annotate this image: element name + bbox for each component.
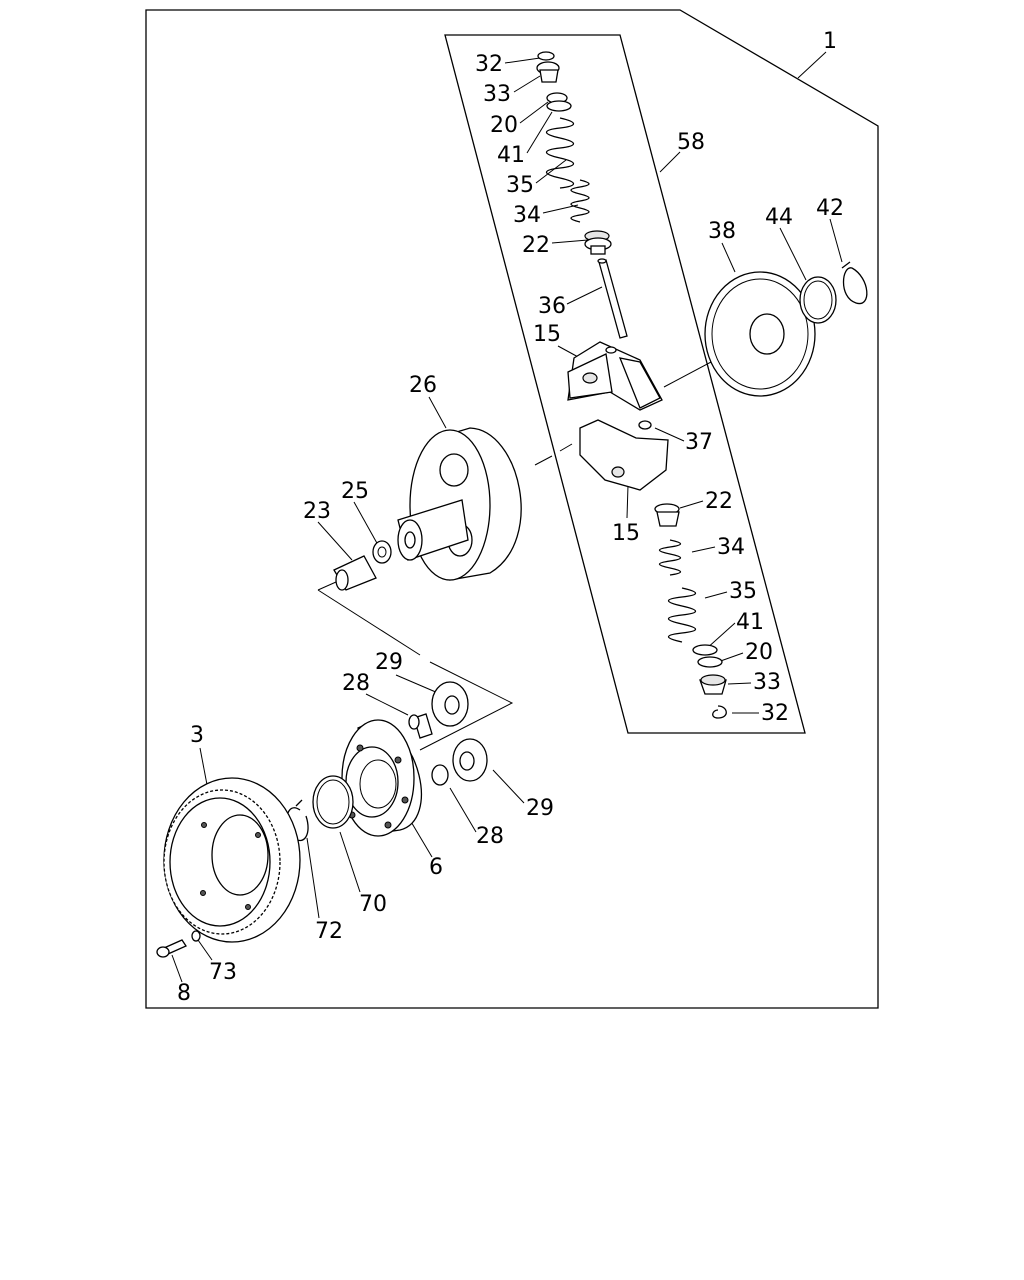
- callout-labels: 1 58 32 33 20 41 35 34 22 36 15 38 44 42…: [177, 29, 844, 1006]
- assembly-frame: [145, 9, 879, 1009]
- callout-20-top: 20: [490, 113, 518, 138]
- callout-38: 38: [708, 219, 736, 244]
- callout-26: 26: [409, 373, 437, 398]
- callout-23: 23: [303, 499, 331, 524]
- callout-1: 1: [823, 29, 837, 54]
- subassembly-frame: [444, 34, 806, 734]
- callout-58: 58: [677, 130, 705, 155]
- collar-25: [372, 540, 392, 564]
- callout-20-bottom: 20: [745, 640, 773, 665]
- ring-70: [312, 775, 354, 829]
- callout-32-bottom: 32: [761, 701, 789, 726]
- ring-44: [799, 276, 837, 324]
- snap-ring-42: [841, 261, 868, 305]
- lower-bushing-29: [452, 738, 488, 782]
- callout-25: 25: [341, 479, 369, 504]
- callout-15-upper: 15: [533, 322, 561, 347]
- callout-3: 3: [190, 723, 204, 748]
- callout-15-lower: 15: [612, 521, 640, 546]
- callout-8: 8: [177, 981, 191, 1006]
- upper-weight-15: [567, 341, 663, 411]
- callout-44: 44: [765, 205, 793, 230]
- bottom-spring-stack: [654, 503, 727, 719]
- hub-6: [341, 719, 423, 837]
- callout-28-lower: 28: [476, 824, 504, 849]
- callout-6: 6: [429, 855, 443, 880]
- pin-36: [597, 258, 628, 339]
- callout-33-top: 33: [483, 82, 511, 107]
- callout-41-bottom: 41: [736, 610, 764, 635]
- callout-33-bottom: 33: [753, 670, 781, 695]
- callout-73: 73: [209, 960, 237, 985]
- housing-26: [397, 427, 522, 581]
- callout-32-top: 32: [475, 52, 503, 77]
- plate-38: [704, 271, 816, 397]
- callout-35-bottom: 35: [729, 579, 757, 604]
- upper-bushing-29: [431, 681, 469, 727]
- callout-34-bottom: 34: [717, 535, 745, 560]
- washer-73: [191, 930, 201, 942]
- callout-70: 70: [359, 892, 387, 917]
- callout-72: 72: [315, 919, 343, 944]
- bolt-8: [156, 939, 187, 958]
- callout-37: 37: [685, 430, 713, 455]
- lower-weight-15: [579, 419, 669, 491]
- callout-36: 36: [538, 294, 566, 319]
- callout-35-top: 35: [506, 173, 534, 198]
- leader-lines: [171, 51, 843, 983]
- gear-3: [163, 777, 301, 943]
- callout-22-top: 22: [522, 233, 550, 258]
- callout-41-top: 41: [497, 143, 525, 168]
- upper-pin-28: [408, 713, 433, 739]
- callout-29-lower: 29: [526, 796, 554, 821]
- sleeve-23: [333, 555, 377, 591]
- callout-28-upper: 28: [342, 671, 370, 696]
- callout-29-upper: 29: [375, 650, 403, 675]
- lower-pin-28: [431, 764, 449, 786]
- top-spring-stack: [536, 51, 612, 255]
- callout-42: 42: [816, 196, 844, 221]
- callout-34-top: 34: [513, 203, 541, 228]
- callout-22-bottom: 22: [705, 489, 733, 514]
